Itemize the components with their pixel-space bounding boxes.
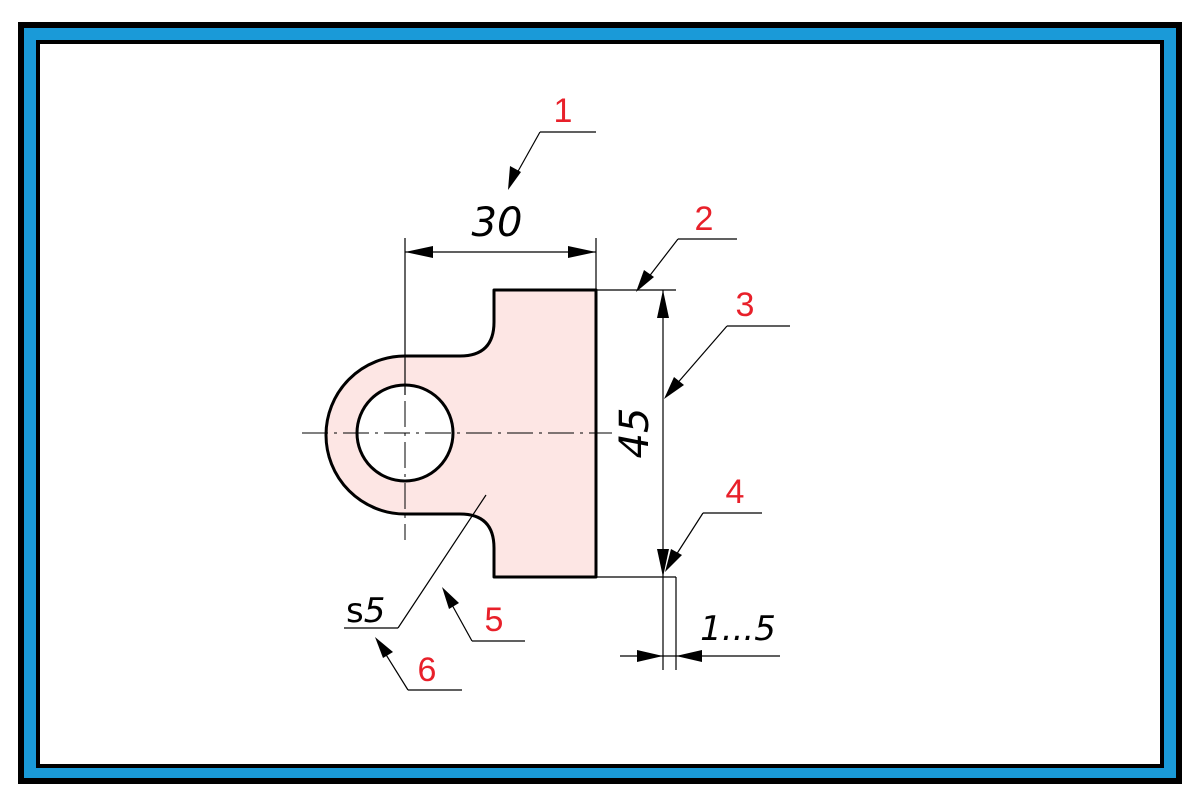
callout-arrowhead <box>636 270 654 292</box>
thickness-symbol: s <box>346 591 364 631</box>
thickness-value: 5 <box>364 591 386 631</box>
callout-number: 4 <box>726 473 745 511</box>
thickness-leader-line <box>397 494 487 629</box>
callout-number: 1 <box>554 92 573 130</box>
callout-3: 3 <box>664 286 790 399</box>
frame-paper <box>36 40 1164 768</box>
callout-arrowhead <box>664 377 684 399</box>
callout-arrowhead <box>665 549 682 572</box>
center-lines <box>302 360 612 540</box>
gap-arrowhead-right <box>676 650 702 662</box>
callout-5: 5 <box>442 587 525 642</box>
callout-1: 1 <box>508 92 596 190</box>
callout-2: 2 <box>636 200 737 292</box>
drawing-frame <box>18 22 1182 784</box>
gap-arrowhead-left <box>637 650 663 662</box>
dimension-width: 30 <box>404 200 597 395</box>
callout-number: 5 <box>485 601 504 639</box>
arrowhead-top <box>657 290 669 318</box>
dimension-gap: 1...5 <box>620 577 780 670</box>
thickness-label: s5 <box>346 591 385 631</box>
arrowhead-bottom <box>657 549 669 577</box>
callout-arrowhead <box>442 587 459 609</box>
callout-6: 6 <box>375 637 462 691</box>
callout-number: 2 <box>695 200 714 238</box>
dimension-height-label: 45 <box>612 408 658 459</box>
callout-number: 6 <box>418 651 437 689</box>
arrowhead-right <box>568 246 596 258</box>
callout-4: 4 <box>665 473 762 572</box>
dimension-gap-label: 1...5 <box>700 609 776 649</box>
thickness-leader: s5 <box>344 494 487 631</box>
dimension-width-label: 30 <box>472 200 523 246</box>
arrowhead-left <box>405 246 433 258</box>
callout-arrowhead <box>508 166 521 190</box>
callout-number: 3 <box>736 286 755 324</box>
callout-arrowhead <box>375 637 393 658</box>
part-outline <box>324 288 598 579</box>
